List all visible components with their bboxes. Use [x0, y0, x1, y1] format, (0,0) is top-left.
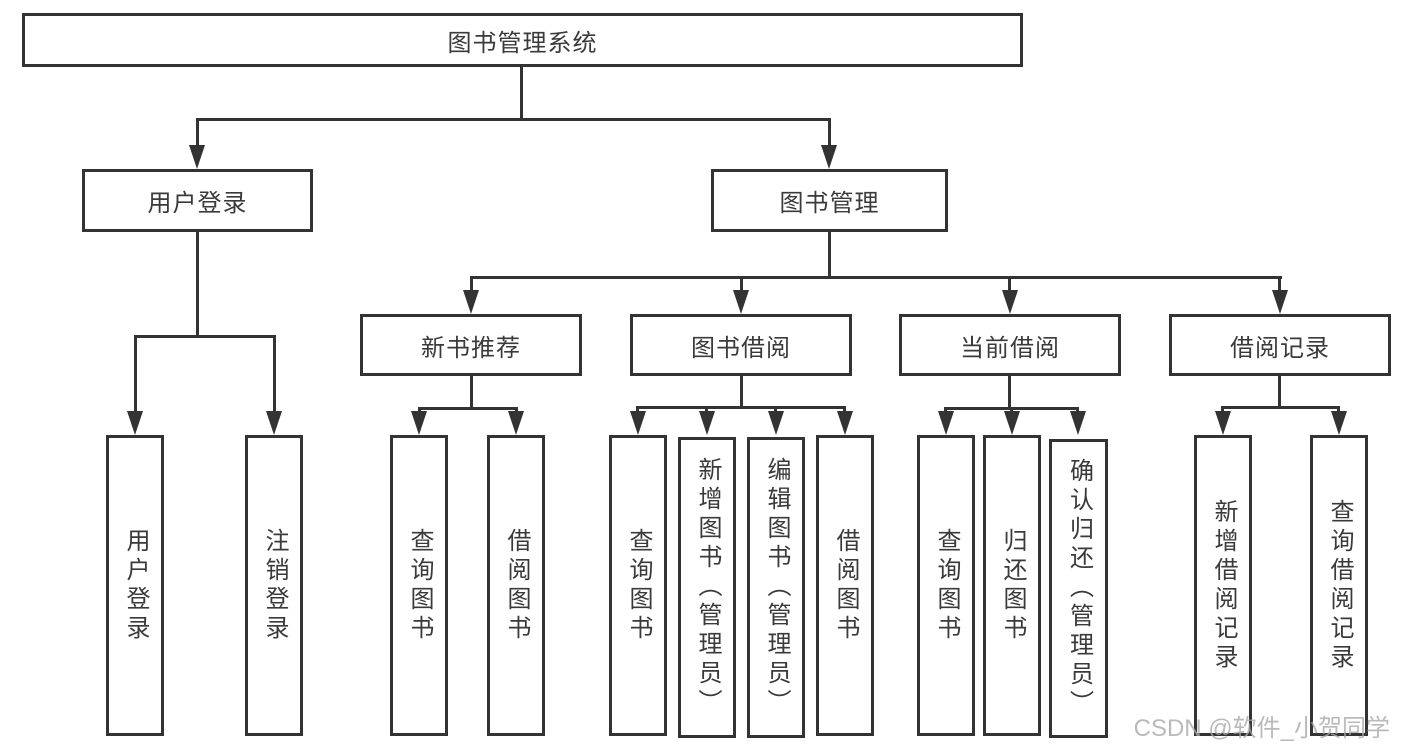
connector-stem-bb-add — [705, 406, 708, 415]
connector-book-borrow-drop — [740, 376, 743, 406]
connector-user-login-drop — [196, 232, 199, 335]
connector-stem-br-add — [1221, 406, 1224, 415]
node-leaf-cb-confirm: 确认归还（管理员） — [1049, 439, 1108, 738]
watermark: CSDN @软件_小贺同学 — [1133, 715, 1390, 742]
node-book-mgmt: 图书管理 — [711, 169, 948, 232]
arrowhead-nb-borrow — [508, 411, 524, 435]
node-leaf-user-login: 用户登录 — [106, 435, 164, 736]
arrowhead-br-query — [1331, 411, 1347, 435]
node-user-login: 用户登录 — [82, 169, 313, 232]
connector-stem-borrow-records — [1278, 276, 1281, 293]
node-leaf-nb-query: 查询图书 — [390, 435, 448, 736]
node-root: 图书管理系统 — [22, 13, 1023, 67]
connector-book-mgmt-drop — [828, 232, 831, 276]
connector-user-login-hbar — [134, 335, 276, 338]
arrowhead-cb-confirm — [1070, 411, 1086, 435]
connector-book-borrow-hbar — [636, 406, 846, 409]
connector-stem-leaf-user-login — [134, 335, 137, 413]
connector-stem-bb-query — [636, 406, 639, 415]
node-leaf-cb-return: 归还图书 — [983, 435, 1041, 736]
connector-borrow-records-hbar — [1221, 406, 1340, 409]
arrowhead-book-mgmt — [821, 145, 837, 169]
connector-borrow-records-drop — [1278, 376, 1281, 406]
arrowhead-bb-borrow — [837, 411, 853, 435]
arrowhead-current-borrow — [1002, 290, 1018, 314]
node-leaf-bb-query: 查询图书 — [609, 435, 667, 736]
connector-stem-book-borrow — [740, 276, 743, 293]
node-new-books: 新书推荐 — [360, 314, 582, 376]
connector-book-mgmt-hbar — [470, 276, 1282, 279]
connector-stem-user-login — [196, 118, 199, 148]
node-leaf-br-query: 查询借阅记录 — [1310, 435, 1368, 736]
node-leaf-bb-edit: 编辑图书（管理员） — [747, 437, 805, 738]
node-borrow-records: 借阅记录 — [1169, 314, 1391, 376]
connector-new-books-hbar — [418, 407, 518, 410]
arrowhead-user-login — [189, 145, 205, 169]
arrowhead-cb-return — [1004, 411, 1020, 435]
connector-stem-leaf-logout — [273, 335, 276, 413]
connector-stem-bb-edit — [774, 406, 777, 415]
node-current-borrow: 当前借阅 — [899, 314, 1121, 376]
connector-stem-current-borrow — [1008, 276, 1011, 293]
connector-stem-br-query — [1337, 406, 1340, 415]
arrowhead-cb-query — [938, 411, 954, 435]
node-leaf-cb-query: 查询图书 — [917, 435, 975, 736]
connector-stem-new-books — [470, 276, 473, 293]
arrowhead-bb-edit — [768, 411, 784, 435]
arrowhead-book-borrow — [733, 290, 749, 314]
connector-stem-bb-borrow — [843, 406, 846, 415]
arrowhead-br-add — [1215, 411, 1231, 435]
node-leaf-bb-borrow: 借阅图书 — [816, 435, 874, 736]
connector-new-books-drop — [470, 376, 473, 407]
arrowhead-leaf-logout — [266, 411, 282, 435]
node-leaf-nb-borrow: 借阅图书 — [487, 435, 545, 736]
connector-current-borrow-drop — [1008, 376, 1011, 407]
node-leaf-br-add: 新增借阅记录 — [1194, 435, 1252, 736]
connector-root-hbar — [196, 118, 831, 121]
arrowhead-borrow-records — [1272, 290, 1288, 314]
connector-stem-book-mgmt — [828, 118, 831, 148]
arrowhead-bb-query — [630, 411, 646, 435]
node-book-borrow: 图书借阅 — [630, 314, 852, 376]
arrowhead-new-books — [463, 290, 479, 314]
arrowhead-nb-query — [411, 411, 427, 435]
arrowhead-bb-add — [699, 411, 715, 435]
node-leaf-logout: 注销登录 — [245, 435, 303, 736]
arrowhead-leaf-user-login — [127, 411, 143, 435]
connector-root-drop — [520, 67, 523, 118]
node-leaf-bb-add: 新增图书（管理员） — [678, 437, 736, 738]
